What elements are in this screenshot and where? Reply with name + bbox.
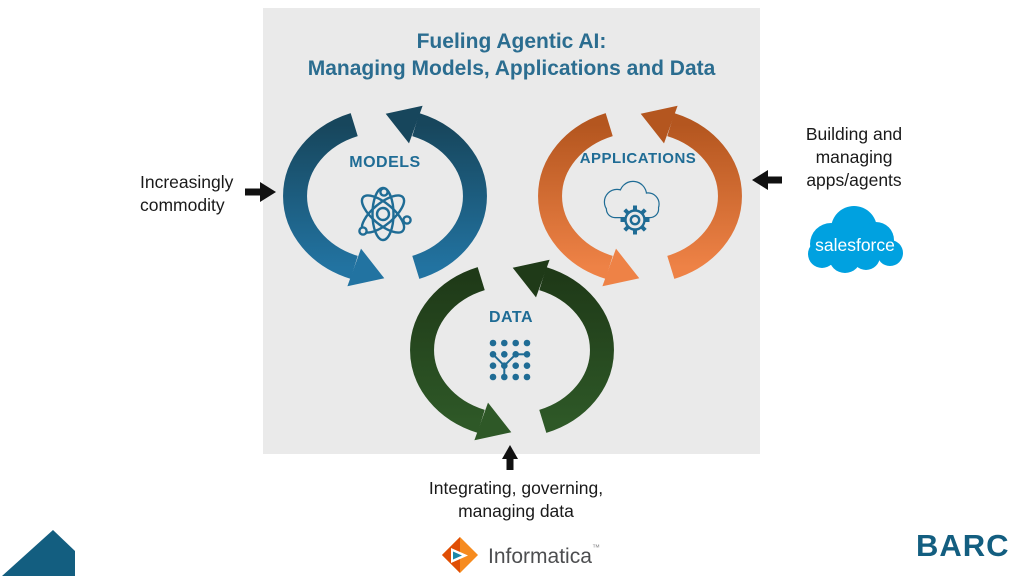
data-cycle-ring bbox=[410, 259, 614, 441]
salesforce-cloud-icon bbox=[808, 206, 903, 273]
annotation-integrating-governing: Integrating, governing, managing data bbox=[396, 477, 636, 523]
annotation-right-line3: apps/agents bbox=[806, 170, 902, 190]
right-annotation-arrow bbox=[752, 170, 782, 190]
data-network-icon bbox=[489, 339, 531, 381]
models-arrowhead-top bbox=[385, 105, 423, 144]
informatica-logo: Informatica ™ bbox=[442, 537, 600, 573]
data-label: DATA bbox=[488, 309, 534, 326]
annotation-left-line2: commodity bbox=[140, 195, 225, 215]
models-arrowhead-bottom bbox=[347, 248, 385, 287]
annotation-building-managing-apps: Building and managing apps/agents bbox=[796, 123, 912, 192]
annotation-bottom-line2: managing data bbox=[458, 501, 574, 521]
title-line2: Managing Models, Applications and Data bbox=[307, 57, 716, 80]
bottom-annotation-arrow bbox=[502, 445, 518, 470]
data-arrowhead-top bbox=[512, 259, 550, 298]
annotation-left-line1: Increasingly bbox=[140, 172, 234, 192]
annotation-bottom-line1: Integrating, governing, bbox=[428, 478, 604, 498]
atom-icon bbox=[358, 186, 412, 242]
applications-arrowhead-top bbox=[640, 105, 678, 144]
corner-triangle-decoration bbox=[2, 530, 75, 576]
barc-logo: BARC bbox=[916, 528, 1010, 563]
salesforce-wordmark: salesforce bbox=[815, 235, 895, 255]
applications-label: APPLICATIONS bbox=[579, 150, 697, 167]
annotation-increasingly-commodity: Increasingly commodity bbox=[140, 171, 260, 217]
diagram-panel bbox=[263, 8, 760, 454]
gear-icon bbox=[620, 205, 650, 235]
informatica-diamond-icon bbox=[442, 537, 478, 573]
applications-cycle-ring bbox=[538, 105, 742, 287]
cloud-gear-icon bbox=[603, 180, 660, 235]
salesforce-logo: salesforce bbox=[808, 206, 903, 273]
models-cycle-ring bbox=[283, 105, 487, 287]
informatica-wordmark: Informatica bbox=[488, 545, 592, 568]
title-line1: Fueling Agentic AI: bbox=[416, 30, 607, 53]
slide-title: Fueling Agentic AI: Managing Models, App… bbox=[263, 28, 760, 82]
applications-arrowhead-bottom bbox=[602, 248, 640, 287]
models-label: MODELS bbox=[349, 154, 421, 171]
annotation-right-line1: Building and bbox=[805, 124, 903, 144]
left-annotation-arrow bbox=[245, 182, 276, 202]
annotation-right-line2: managing bbox=[815, 147, 893, 167]
informatica-trademark: ™ bbox=[592, 543, 600, 552]
data-arrowhead-bottom bbox=[474, 402, 512, 441]
